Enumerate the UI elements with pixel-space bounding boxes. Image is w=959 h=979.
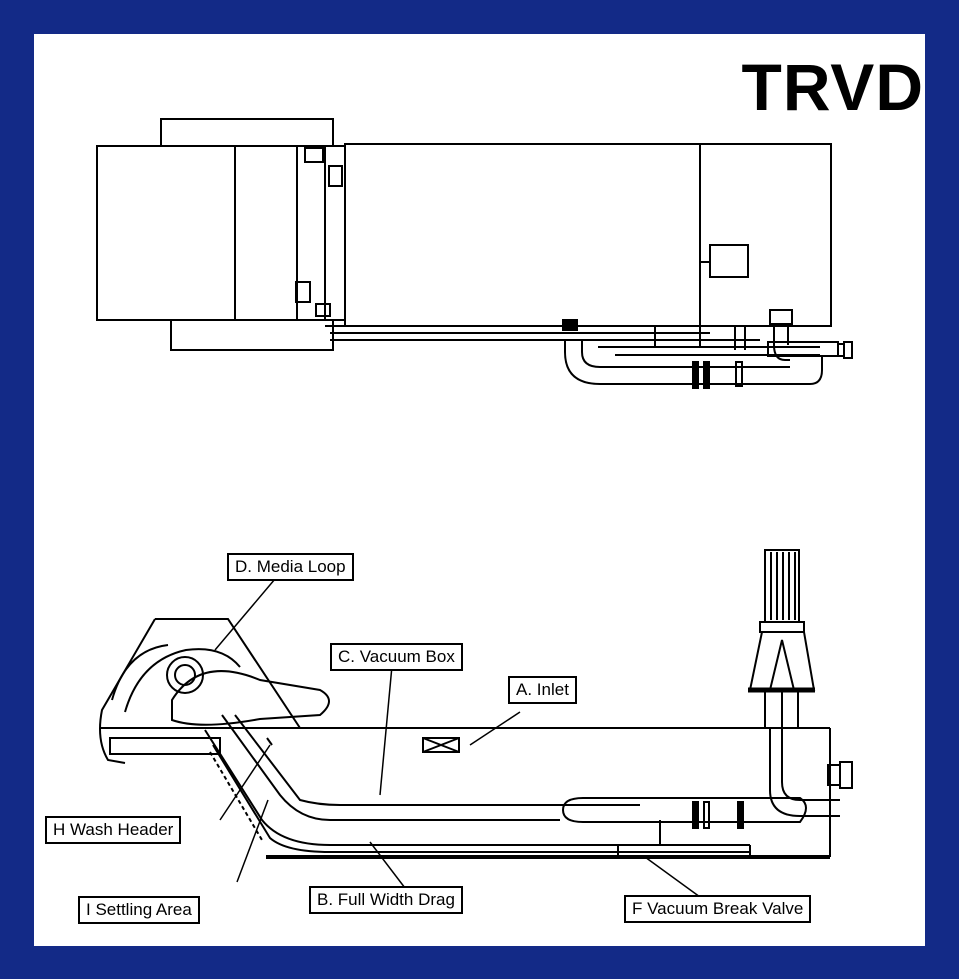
side-view — [99, 549, 853, 859]
top-view-main-tank — [344, 143, 832, 327]
media-loop-arm — [171, 670, 330, 726]
label-settling-area: I Settling Area — [78, 896, 200, 924]
label-full-width-drag: B. Full Width Drag — [309, 886, 463, 914]
label-vacuum-box: C. Vacuum Box — [330, 643, 463, 671]
label-wash-header: H Wash Header — [45, 816, 182, 844]
top-view — [96, 118, 853, 389]
top-view-left-housing — [96, 145, 298, 321]
top-view-motor-box — [709, 244, 749, 278]
vacuum-box-pipe — [561, 797, 807, 823]
label-media-loop: D. Media Loop — [227, 553, 354, 581]
label-inlet: A. Inlet — [508, 676, 577, 704]
diagram-title: TRVD — [741, 50, 924, 124]
top-view-lower-flange — [170, 319, 334, 351]
leader-lines — [214, 578, 701, 898]
top-view-divider-section — [296, 145, 346, 321]
diagram-panel — [34, 34, 925, 946]
inlet-box — [422, 737, 460, 753]
label-vacuum-break-valve: F Vacuum Break Valve — [624, 895, 812, 923]
top-view-upper-flange — [160, 118, 334, 147]
